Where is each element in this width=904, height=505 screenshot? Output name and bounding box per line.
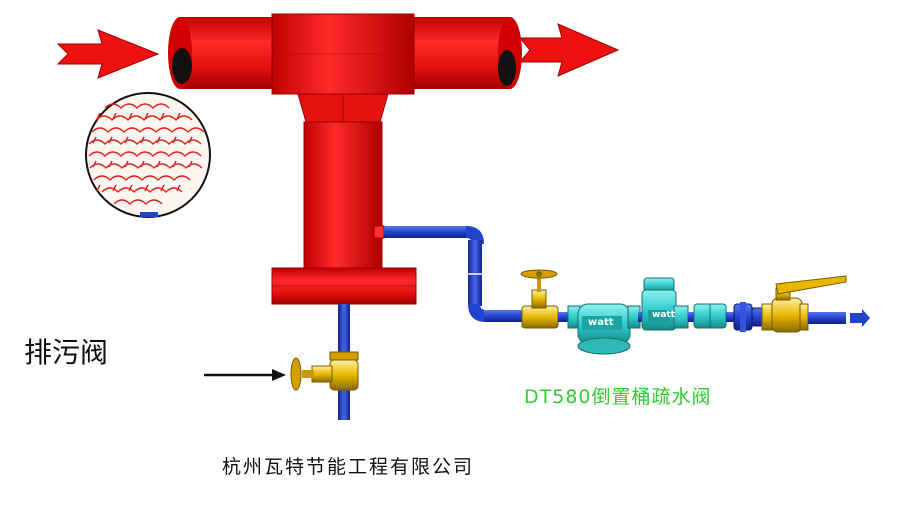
flow-arrow-out-icon — [518, 23, 620, 77]
outlet-arrow-icon — [850, 309, 870, 327]
separator-mesh-icon — [85, 92, 211, 218]
isolation-gate-valve — [520, 269, 559, 329]
flow-arrow-in-icon — [56, 29, 160, 79]
drain-valve — [290, 351, 359, 391]
outlet-pipe — [808, 312, 846, 324]
outlet-ball-valve — [761, 275, 847, 333]
strainer-sight-glass — [641, 277, 689, 331]
separator-body — [271, 121, 417, 305]
separator-tee — [271, 13, 415, 123]
steam-trap-label: DT580倒置桶疏水阀 — [524, 386, 712, 408]
check-valve — [693, 303, 727, 329]
trap-brand-mark: watt — [588, 317, 614, 328]
strainer-brand-mark: watt — [652, 310, 675, 320]
company-name: 杭州瓦特节能工程有限公司 — [222, 456, 475, 478]
dt580-steam-trap — [567, 303, 641, 355]
union-fitting — [733, 302, 765, 332]
pointer-arrow-icon — [204, 369, 286, 381]
drain-valve-label: 排污阀 — [24, 336, 109, 369]
condensate-pipe — [384, 226, 524, 322]
